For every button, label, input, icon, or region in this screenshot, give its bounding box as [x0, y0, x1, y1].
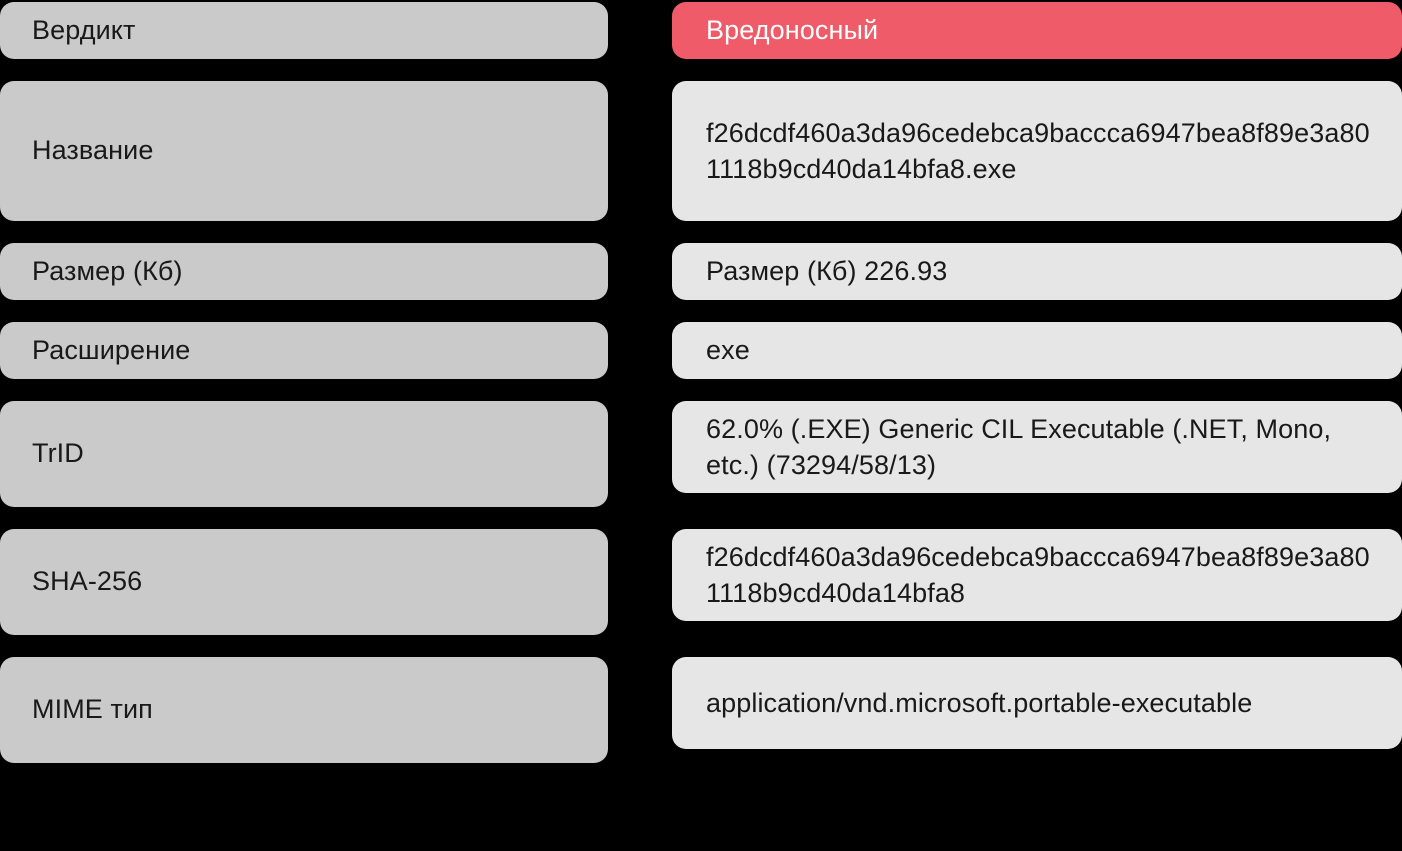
- table-row-verdict: Вердикт Вредоносный: [0, 2, 1402, 59]
- value-name: f26dcdf460a3da96cedebca9baccca6947bea8f8…: [672, 81, 1402, 221]
- label-text: Название: [32, 135, 154, 166]
- label-size: Размер (Кб): [0, 243, 608, 300]
- value-mime: application/vnd.microsoft.portable-execu…: [672, 657, 1402, 749]
- column-gutter: [608, 657, 672, 763]
- table-row-size: Размер (Кб) Размер (Кб) 226.93: [0, 243, 1402, 300]
- value-text: 62.0% (.EXE) Generic CIL Executable (.NE…: [706, 413, 1339, 480]
- label-trid: TrID: [0, 401, 608, 507]
- label-text: Вердикт: [32, 14, 136, 45]
- column-gutter: [608, 243, 672, 300]
- value-extension: exe: [672, 322, 1402, 379]
- label-sha256: SHA-256: [0, 529, 608, 635]
- value-trid: 62.0% (.EXE) Generic CIL Executable (.NE…: [672, 401, 1402, 493]
- value-text: f26dcdf460a3da96cedebca9baccca6947bea8f8…: [706, 117, 1370, 184]
- value-text: application/vnd.microsoft.portable-execu…: [706, 687, 1253, 718]
- column-gutter: [608, 81, 672, 221]
- label-text: TrID: [32, 438, 84, 469]
- file-properties-table: Вердикт Вредоносный Название f26dcdf460a…: [0, 2, 1402, 763]
- value-text: Размер (Кб) 226.93: [706, 256, 948, 287]
- value-text: Вредоносный: [706, 15, 879, 46]
- value-text: exe: [706, 335, 750, 366]
- label-text: SHA-256: [32, 566, 143, 597]
- column-gutter: [608, 2, 672, 59]
- table-row-trid: TrID 62.0% (.EXE) Generic CIL Executable…: [0, 401, 1402, 507]
- column-gutter: [608, 401, 672, 507]
- label-mime: MIME тип: [0, 657, 608, 763]
- table-row-sha256: SHA-256 f26dcdf460a3da96cedebca9baccca69…: [0, 529, 1402, 635]
- label-verdict: Вердикт: [0, 2, 608, 59]
- status-badge-verdict: Вредоносный: [672, 2, 1402, 59]
- label-text: MIME тип: [32, 694, 153, 725]
- value-sha256: f26dcdf460a3da96cedebca9baccca6947bea8f8…: [672, 529, 1402, 621]
- column-gutter: [608, 322, 672, 379]
- label-text: Размер (Кб): [32, 255, 183, 286]
- table-row-extension: Расширение exe: [0, 322, 1402, 379]
- table-row-mime: MIME тип application/vnd.microsoft.porta…: [0, 657, 1402, 763]
- label-extension: Расширение: [0, 322, 608, 379]
- label-name: Название: [0, 81, 608, 221]
- label-text: Расширение: [32, 334, 191, 365]
- table-row-name: Название f26dcdf460a3da96cedebca9baccca6…: [0, 81, 1402, 221]
- value-size: Размер (Кб) 226.93: [672, 243, 1402, 300]
- value-text: f26dcdf460a3da96cedebca9baccca6947bea8f8…: [706, 541, 1370, 608]
- column-gutter: [608, 529, 672, 635]
